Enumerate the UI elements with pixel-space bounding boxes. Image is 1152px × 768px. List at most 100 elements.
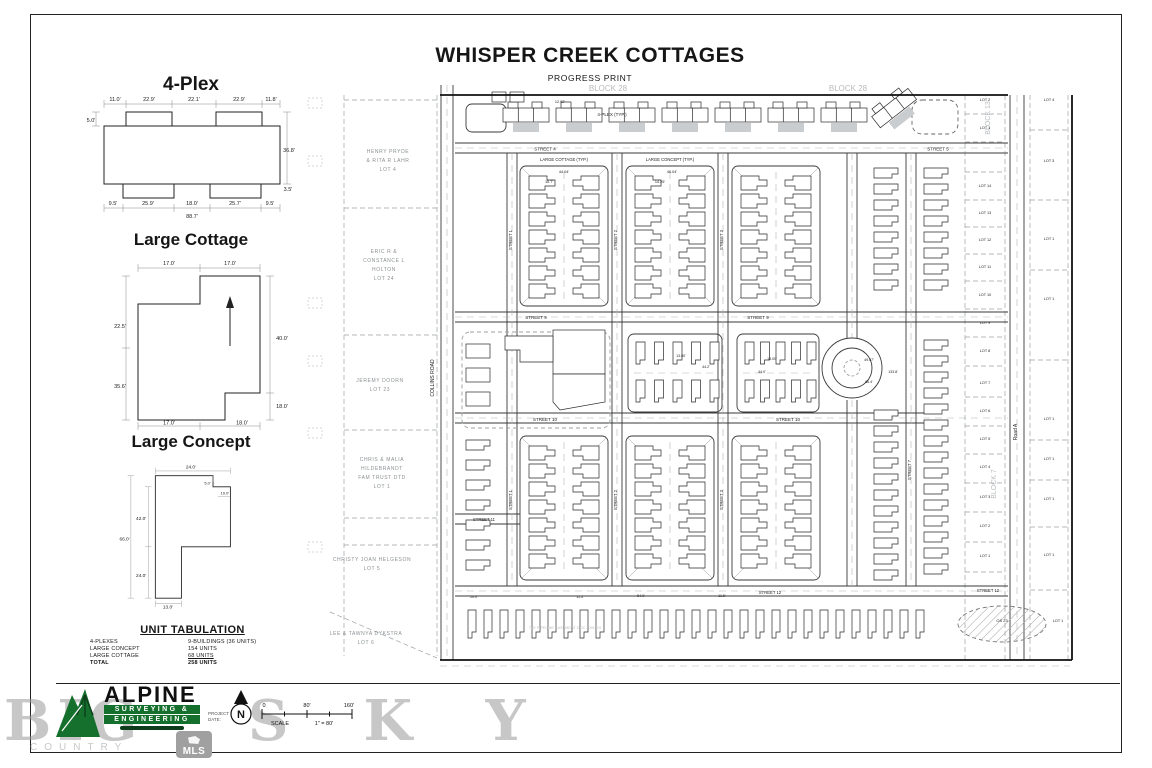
cottage-footprint bbox=[654, 341, 664, 365]
plan-label: STREET 4 bbox=[534, 147, 556, 152]
clubhouse-annex bbox=[504, 335, 554, 363]
parking-stalls bbox=[725, 123, 751, 132]
parking-stalls bbox=[566, 123, 592, 132]
cottage-footprint bbox=[784, 481, 812, 497]
plan-label: 11.5' bbox=[718, 594, 726, 598]
row-label: 4-PLEXES bbox=[90, 639, 118, 645]
cottage-footprint bbox=[873, 425, 899, 437]
cottage-footprint bbox=[923, 435, 949, 447]
cottage-footprint bbox=[755, 609, 765, 639]
owner-label: LOT 24 bbox=[374, 276, 394, 282]
logo-engineering-bar: ENGINEERING bbox=[104, 715, 200, 724]
ghost-parcel bbox=[307, 155, 323, 167]
owner-label: HOLTON bbox=[372, 267, 396, 273]
cottage-footprint bbox=[678, 481, 706, 497]
block-outline bbox=[627, 333, 723, 413]
ghost-parcel bbox=[307, 355, 323, 367]
plan-label: 15.7' bbox=[545, 180, 553, 184]
cottage-footprint bbox=[634, 265, 662, 281]
row-value: 154 UNITS bbox=[188, 646, 218, 652]
fourplex-footprint bbox=[871, 87, 918, 130]
cottage-footprint bbox=[465, 519, 491, 531]
cottage-footprint bbox=[740, 499, 768, 515]
cottage-footprint bbox=[678, 247, 706, 263]
block-outline bbox=[731, 435, 821, 581]
cottage-footprint bbox=[784, 553, 812, 569]
dim-label: 24.0' bbox=[136, 573, 146, 579]
plan-label: 133.8' bbox=[888, 370, 898, 374]
garage bbox=[465, 391, 491, 407]
cottage-footprint bbox=[923, 215, 949, 227]
cottage-footprint bbox=[835, 609, 845, 639]
cottage-footprint bbox=[923, 167, 949, 179]
dim-label: 36.8' bbox=[283, 148, 295, 154]
cottage-footprint bbox=[678, 445, 706, 461]
cottage-footprint bbox=[923, 403, 949, 415]
cottage-footprint bbox=[528, 553, 556, 569]
cottage-footprint bbox=[873, 553, 899, 565]
row-value: 9-BUILDINGS (36 UNITS) bbox=[188, 639, 257, 645]
ghost-label: BLOCK 13 bbox=[985, 101, 992, 135]
cottage-footprint bbox=[873, 441, 899, 453]
cottage-footprint bbox=[923, 563, 949, 575]
dim-label: 17.0' bbox=[163, 421, 175, 427]
cottage-footprint bbox=[678, 193, 706, 209]
cottage-footprint bbox=[740, 283, 768, 299]
owner-label: JEREMY DOORN bbox=[356, 378, 403, 384]
title-block-divider bbox=[56, 683, 1120, 684]
dim-label: 22.5' bbox=[114, 324, 126, 330]
cottage-footprint bbox=[784, 517, 812, 533]
cottage-footprint bbox=[784, 283, 812, 299]
cottage-footprint bbox=[923, 231, 949, 243]
cottage-footprint bbox=[678, 535, 706, 551]
cottage-footprint bbox=[803, 609, 813, 639]
cottage-footprint bbox=[528, 463, 556, 479]
owner-label: HILDEBRANDT bbox=[361, 466, 403, 472]
cottage-footprint bbox=[678, 499, 706, 515]
owner-label: FAM TRUST DTD bbox=[358, 475, 406, 481]
ghost-parcel bbox=[307, 297, 323, 309]
cottage-footprint bbox=[634, 553, 662, 569]
cottage-footprint bbox=[740, 481, 768, 497]
logo-strip bbox=[120, 726, 184, 730]
plan-label: 46.04' bbox=[667, 170, 678, 174]
mountain-surveyor-icon bbox=[56, 689, 100, 737]
plan-label: STREET 2 bbox=[613, 489, 618, 510]
cottage-footprint bbox=[791, 341, 801, 365]
cottage-footprint bbox=[579, 609, 589, 639]
cottage-footprint bbox=[851, 609, 861, 639]
row-label: TOTAL bbox=[90, 660, 109, 666]
cottage-footprint bbox=[528, 499, 556, 515]
mls-badge-label: MLS bbox=[182, 746, 206, 757]
cottage-footprint bbox=[791, 379, 801, 403]
cottage-footprint bbox=[675, 609, 685, 639]
plan-label: STREET 7 bbox=[907, 459, 912, 480]
dim-label: 18.0' bbox=[276, 404, 288, 410]
page-subtitle: PROGRESS PRINT bbox=[547, 73, 633, 83]
cottage-footprint bbox=[465, 479, 491, 491]
owner-label: LOT 5 bbox=[364, 566, 381, 572]
owner-label: CHRIS & MALIA bbox=[360, 457, 405, 463]
cottage-footprint bbox=[528, 283, 556, 299]
plan-label: STREET 1 bbox=[508, 229, 513, 250]
cottage-footprint bbox=[867, 609, 877, 639]
cottage-footprint bbox=[572, 229, 600, 245]
legend-heading-large-cottage: Large Cottage bbox=[133, 230, 249, 249]
plan-label: LOT 2 bbox=[980, 98, 990, 102]
plan-label: LOT 8 bbox=[980, 349, 990, 353]
fourplex-footprint bbox=[555, 101, 603, 132]
cottage-footprint bbox=[528, 247, 556, 263]
unit-tabulation-row: TOTAL 258 UNITS bbox=[90, 660, 295, 667]
north-label: N bbox=[237, 709, 245, 721]
dim-label: 17.0' bbox=[163, 261, 175, 267]
plan-label: LOT 1 bbox=[1044, 237, 1054, 241]
cottage-footprint bbox=[634, 211, 662, 227]
parking-stalls bbox=[888, 106, 915, 130]
cottage-footprint bbox=[572, 211, 600, 227]
plan-label: LOT 7 bbox=[980, 381, 990, 385]
alpine-logo: ALPINE SURVEYING & ENGINEERING PROJECT N… bbox=[56, 684, 266, 743]
cottage-footprint bbox=[923, 499, 949, 511]
pond bbox=[911, 99, 959, 135]
cottage-footprint bbox=[775, 341, 786, 365]
